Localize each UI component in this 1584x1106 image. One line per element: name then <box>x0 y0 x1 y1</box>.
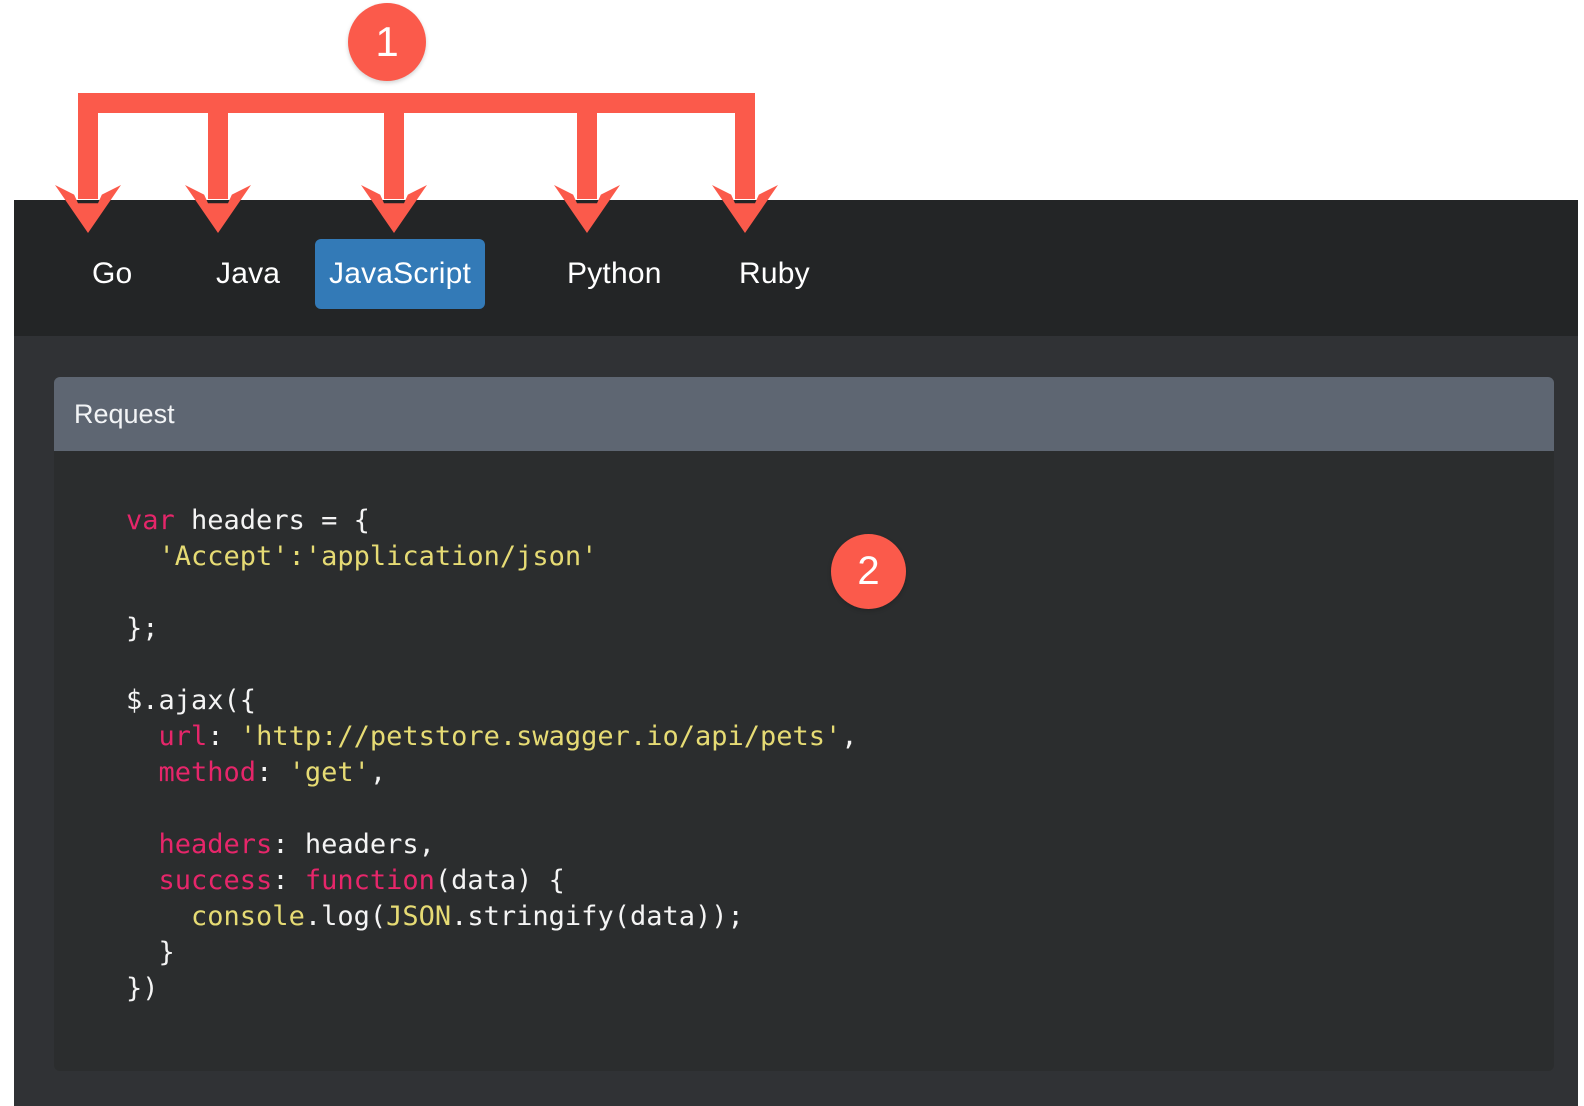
code-token: } <box>126 937 175 968</box>
tab-ruby[interactable]: Ruby <box>725 239 824 309</box>
code-token <box>126 829 159 860</box>
code-token: url <box>158 721 208 752</box>
tab-javascript[interactable]: JavaScript <box>315 239 486 309</box>
request-panel-title: Request <box>74 398 175 429</box>
code-token: $.ajax({ <box>126 685 257 716</box>
api-console-widget: Go Java JavaScript Python Ruby Request var h… <box>14 200 1578 1106</box>
code-token: JSON <box>386 901 452 932</box>
code-token: }; <box>126 613 159 644</box>
code-token: method <box>158 757 257 788</box>
tab-python[interactable]: Python <box>553 239 676 309</box>
annotation-badge-2: 2 <box>831 534 906 609</box>
code-token: var <box>126 505 175 536</box>
tab-label: JavaScript <box>329 257 472 290</box>
tab-label: Ruby <box>739 257 810 290</box>
code-token <box>126 721 159 752</box>
request-panel: Request var headers = { 'Accept':'applic… <box>54 377 1554 1071</box>
request-panel-header: Request <box>54 377 1554 451</box>
annotation-backdrop <box>0 0 1584 200</box>
code-token: success <box>158 865 273 896</box>
tab-label: Python <box>567 257 662 290</box>
code-token <box>126 757 159 788</box>
annotation-badge-1: 1 <box>348 3 426 81</box>
code-token: , <box>841 721 858 752</box>
code-token: 'http://petstore.swagger.io/api/pets' <box>239 721 842 752</box>
code-token: , <box>369 757 387 788</box>
request-code-block[interactable]: var headers = { 'Accept':'application/js… <box>54 451 1554 1071</box>
code-token <box>126 865 159 896</box>
code-token: : <box>272 865 305 896</box>
code-token: : <box>207 721 240 752</box>
code-token <box>126 901 191 932</box>
code-token: console <box>191 901 305 932</box>
code-token: headers = { <box>174 505 370 536</box>
tab-label: Java <box>216 257 281 290</box>
code-token: .stringify(data)); <box>451 901 744 932</box>
language-tab-row: Go Java JavaScript Python Ruby <box>14 200 1578 336</box>
code-token: }) <box>126 973 159 1004</box>
tab-label: Go <box>92 257 133 290</box>
code-token: 'get' <box>288 757 370 788</box>
code-token: : headers, <box>272 829 435 860</box>
code-token: 'Accept':'application/json' <box>158 541 598 572</box>
tab-go[interactable]: Go <box>78 239 146 309</box>
code-token: : <box>256 757 289 788</box>
code-token: .log( <box>304 901 387 932</box>
code-token: headers <box>158 829 273 860</box>
code-snippet: var headers = { 'Accept':'application/js… <box>126 503 1554 1007</box>
code-token: function <box>304 865 435 896</box>
tab-java[interactable]: Java <box>202 239 294 309</box>
code-token <box>126 541 159 572</box>
code-token: (data) { <box>434 865 565 896</box>
